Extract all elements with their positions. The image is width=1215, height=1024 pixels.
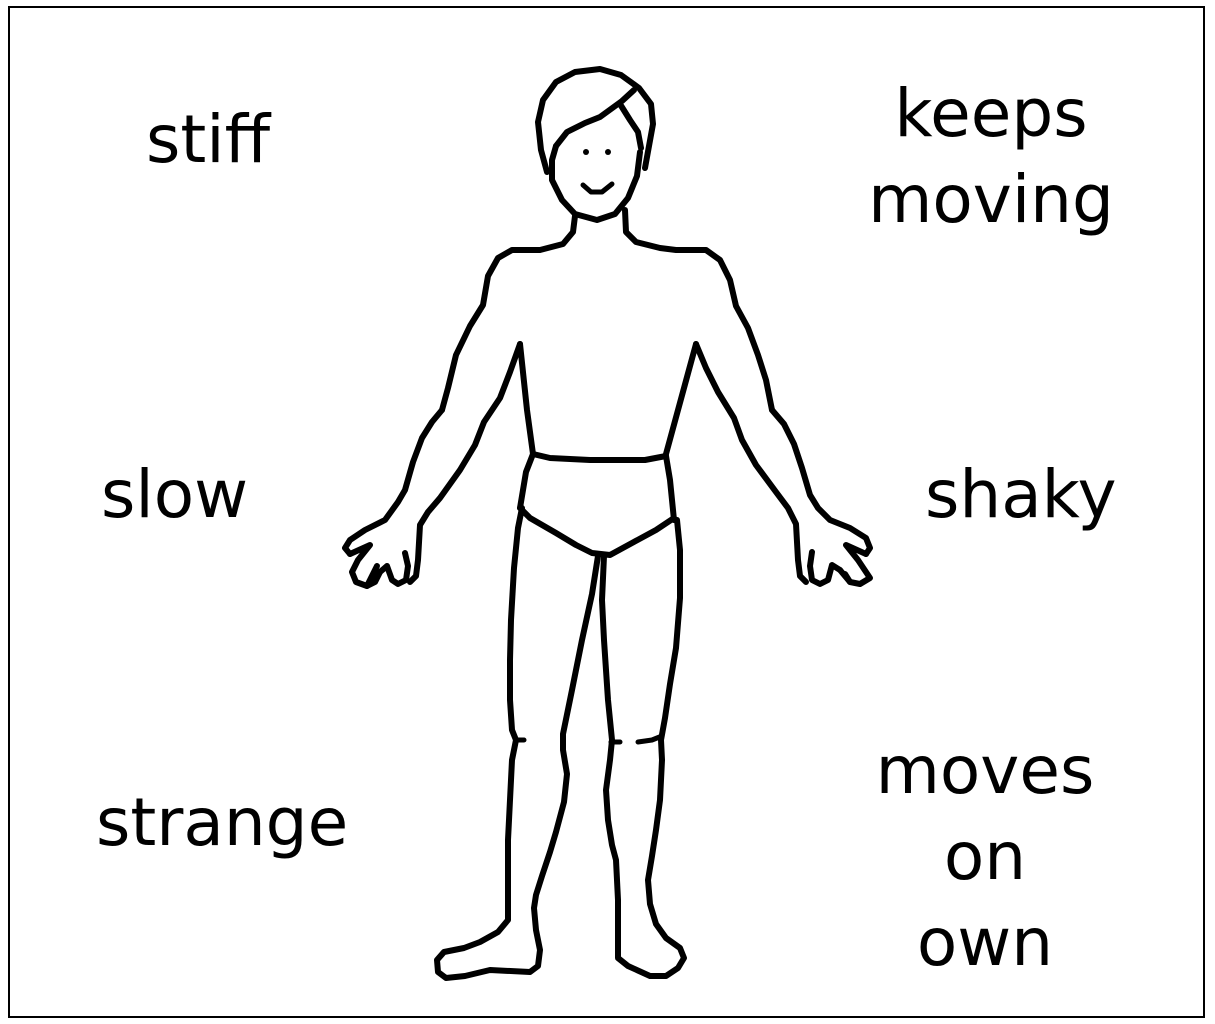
human-figure-icon xyxy=(0,0,1215,1024)
